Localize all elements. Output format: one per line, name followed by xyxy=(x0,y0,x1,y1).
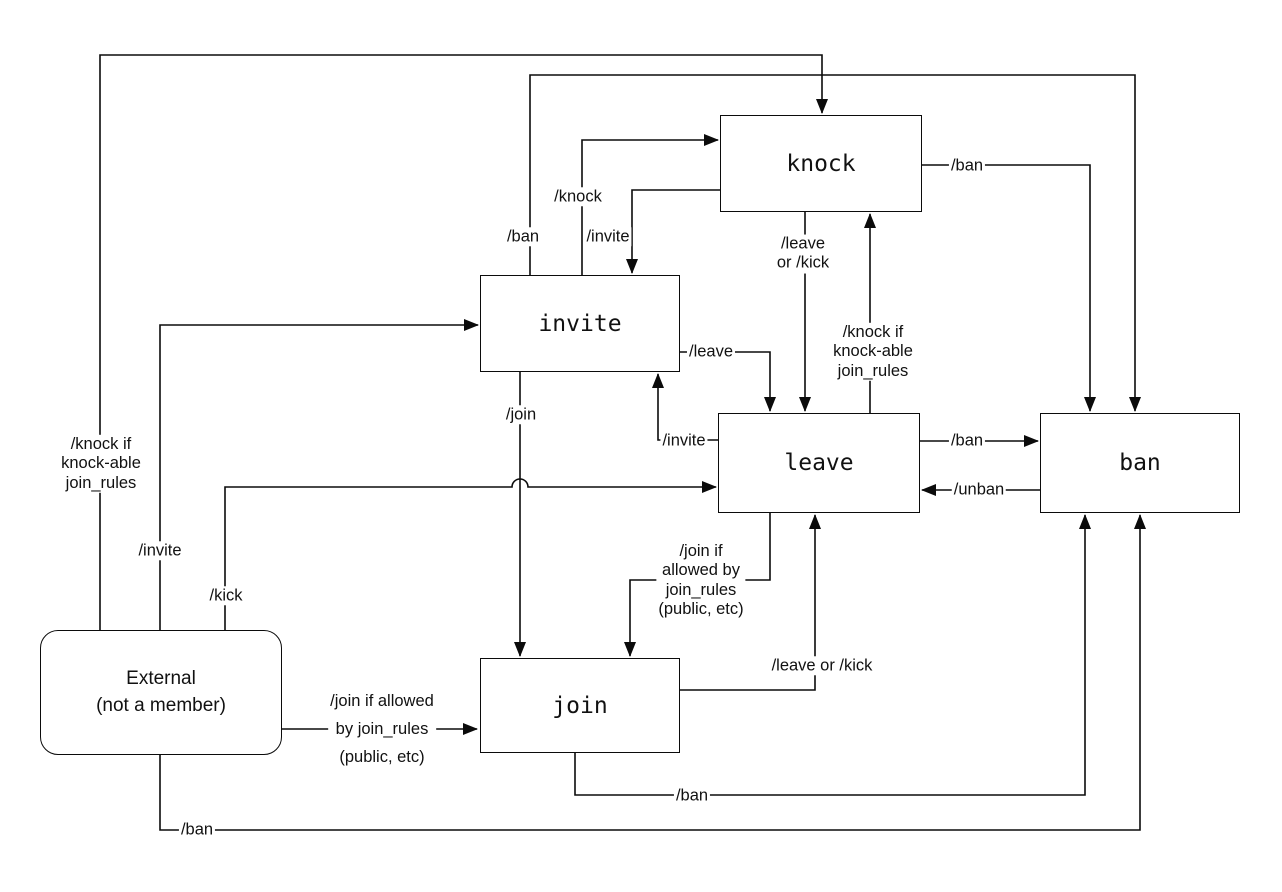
state-node-invite: invite xyxy=(480,275,680,372)
edge-label-external-to-invite: /invite xyxy=(136,541,184,561)
state-node-leave: leave xyxy=(718,413,920,513)
edge-label-invite-to-knock: /knock xyxy=(552,187,604,207)
edge-join-to-ban xyxy=(574,514,1091,796)
edge-invite-to-knock xyxy=(581,134,719,275)
edge-external-to-ban xyxy=(159,514,1146,831)
edge-external-to-invite xyxy=(159,319,479,630)
edge-leave-to-invite xyxy=(652,373,718,441)
edge-label-invite-to-join: /join xyxy=(503,405,539,425)
edge-label-leave-to-knock: /knock if knock-able join_rules xyxy=(831,322,915,382)
edge-external-to-leave xyxy=(224,478,717,630)
edge-external-to-knock xyxy=(99,54,828,630)
edge-label-external-to-knock: /knock if knock-able join_rules xyxy=(59,434,143,494)
edge-label-join-to-ban: /ban xyxy=(673,786,711,806)
state-node-external: External (not a member) xyxy=(40,630,282,755)
edge-invite-to-ban xyxy=(529,74,1141,412)
state-node-ban: ban xyxy=(1040,413,1240,513)
edge-label-leave-to-join: /join if allowed by join_rules (public, … xyxy=(656,542,746,620)
edge-label-ban-to-leave: /unban xyxy=(951,480,1007,500)
edge-label-knock-to-ban: /ban xyxy=(948,156,986,176)
edge-label-external-to-ban: /ban xyxy=(178,820,216,840)
edge-label-external-to-join: /join if allowed by join_rules (public, … xyxy=(328,686,436,772)
edge-label-knock-to-invite: /invite xyxy=(584,227,632,247)
state-node-knock: knock xyxy=(720,115,922,212)
edge-knock-to-ban xyxy=(922,164,1096,412)
edge-label-knock-to-leave: /leave or /kick xyxy=(774,234,832,274)
edge-label-external-to-leave: /kick xyxy=(207,586,245,606)
edge-label-leave-to-invite: /invite xyxy=(660,431,708,451)
edge-label-invite-to-leave: /leave xyxy=(686,342,736,362)
edge-knock-to-invite xyxy=(626,189,720,274)
edge-join-to-leave xyxy=(680,514,821,691)
state-node-join: join xyxy=(480,658,680,753)
edge-label-join-to-leave: /leave or /kick xyxy=(769,656,875,676)
edge-label-leave-to-ban: /ban xyxy=(948,431,986,451)
edge-label-invite-to-ban: /ban xyxy=(504,227,542,247)
